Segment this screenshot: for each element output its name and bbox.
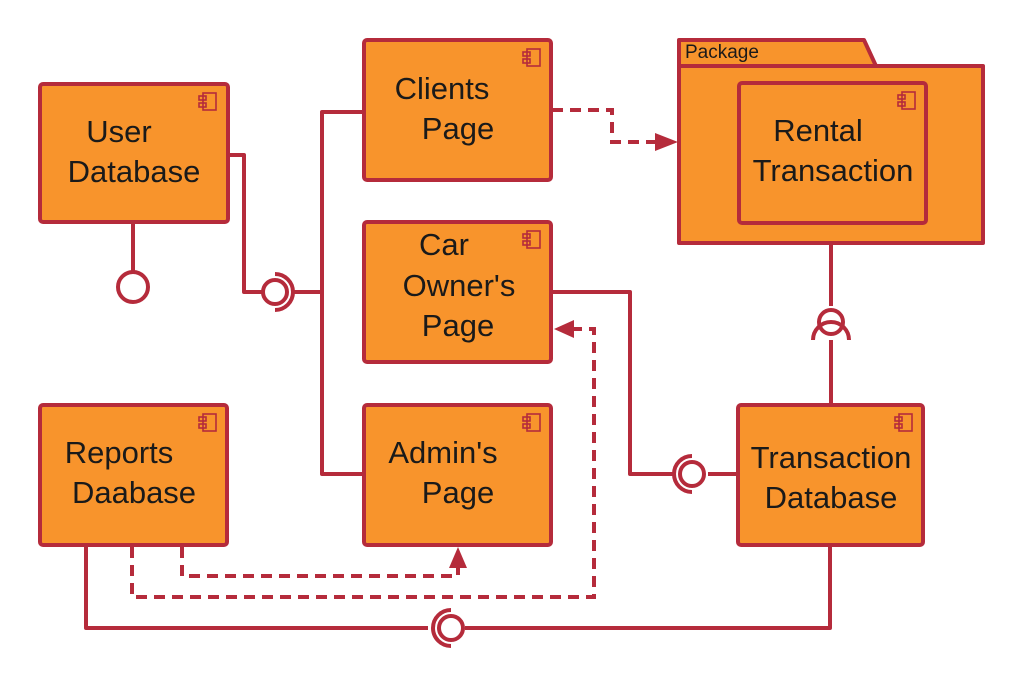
component-rental-transaction[interactable]: Rental Transaction (737, 81, 928, 225)
car-owners-page-label-line1: Car (419, 227, 469, 262)
component-transaction-database[interactable]: Transaction Database (736, 403, 925, 547)
required-interface-socket-package (811, 320, 851, 341)
connector-userdb-to-bus (229, 153, 262, 294)
provided-interface-bus (261, 278, 289, 306)
dependency-arrowhead-carowner (554, 320, 574, 338)
component-admins-page[interactable]: Admin's Page (362, 403, 553, 547)
component-icon (198, 92, 217, 111)
required-interface-socket-reports (431, 608, 452, 648)
package-label: Package (685, 42, 759, 63)
car-owners-page-label-line3: Page (422, 308, 494, 343)
admins-page-label-line2: Page (422, 475, 494, 510)
component-clients-page[interactable]: Clients Page (362, 38, 553, 182)
component-icon (198, 413, 217, 432)
component-icon (897, 91, 916, 110)
reports-database-label-line1: Reports (65, 435, 174, 470)
connector-bus-to-pages (320, 110, 366, 476)
provided-interface-userdb (116, 270, 150, 304)
component-icon (522, 48, 541, 67)
dependency-arrowhead-package (655, 133, 678, 151)
clients-page-label-line1: Clients (395, 71, 490, 106)
provided-interface-reports (437, 614, 465, 642)
rental-transaction-label-line2: Transaction (753, 153, 914, 188)
car-owners-page-label-line2: Owner's (403, 268, 516, 303)
component-icon (894, 413, 913, 432)
rental-transaction-label-line1: Rental (773, 113, 863, 148)
connector-carowner-to-socket (551, 290, 674, 476)
component-reports-database[interactable]: Reports Daabase (38, 403, 229, 547)
required-interface-socket-transactiondb (672, 454, 693, 494)
transaction-database-label-line1: Transaction (751, 440, 912, 475)
provided-interface-transactiondb (678, 460, 706, 488)
component-icon (522, 413, 541, 432)
dependency-arrowhead-admins (449, 547, 467, 568)
component-user-database[interactable]: User Database (38, 82, 230, 224)
user-database-label-line2: Database (68, 154, 201, 189)
dependency-clients-to-package (552, 108, 658, 144)
component-icon (522, 230, 541, 249)
connector-reports-to-socket (84, 547, 428, 630)
dependency-reports-to-admins (180, 547, 460, 578)
clients-page-label-line2: Page (422, 111, 494, 146)
reports-database-label-line2: Daabase (72, 475, 196, 510)
dependency-reports-to-carowner (130, 327, 596, 599)
component-car-owners-page[interactable]: Car Owner's Page (362, 220, 553, 364)
user-database-label-line1: User (86, 114, 151, 149)
required-interface-socket-bus (274, 272, 295, 312)
connector-transactiondb-to-lollipop (465, 546, 832, 630)
admins-page-label-line1: Admin's (388, 435, 497, 470)
transaction-database-label-line2: Database (765, 480, 898, 515)
